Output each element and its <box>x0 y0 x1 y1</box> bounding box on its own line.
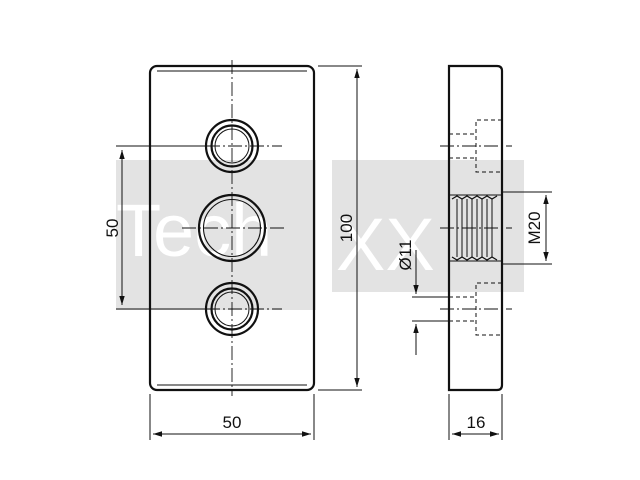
middle-threaded-hole <box>197 193 267 263</box>
watermark-text-left: Tech <box>116 189 272 272</box>
dimension-side-thickness: 16 <box>448 394 503 440</box>
dimension-thread: M20 <box>502 191 552 265</box>
dimension-label-side-thickness: 16 <box>467 413 486 432</box>
dimension-plate-width: 50 <box>149 394 315 440</box>
dimension-label-hole-spacing: 50 <box>103 219 122 238</box>
dimension-label-hole-diameter: Ø11 <box>396 240 415 271</box>
dimension-label-plate-height: 100 <box>337 214 356 242</box>
watermark: Tech XX <box>116 160 524 310</box>
front-view <box>148 60 316 396</box>
dimension-hole-spacing: 50 <box>103 145 206 310</box>
dimension-plate-height: 100 <box>318 65 362 391</box>
side-outline <box>447 64 504 392</box>
watermark-text-right: XX <box>336 203 435 286</box>
side-upper-counterbore-hidden <box>440 119 512 173</box>
side-lower-counterbore-hidden <box>440 282 512 336</box>
dimension-label-plate-width: 50 <box>223 413 242 432</box>
side-view <box>440 64 512 392</box>
side-thread-section <box>440 194 512 262</box>
dimension-label-thread: M20 <box>525 211 544 244</box>
dimension-hole-diameter: Ø11 <box>396 240 449 355</box>
